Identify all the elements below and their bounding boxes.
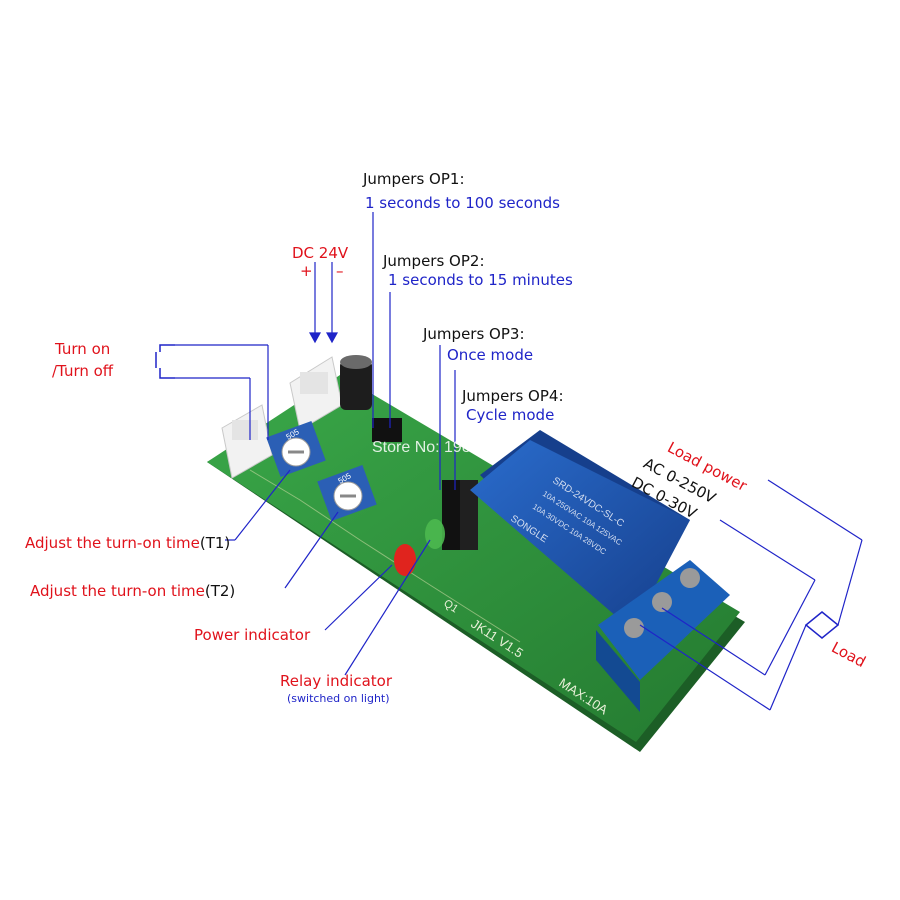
relay [470,430,690,630]
relay-indicator-note: (switched on light) [287,692,390,705]
power-indicator-label: Power indicator [194,626,311,644]
adjust-t2-label: Adjust the turn-on time(T2) [30,583,235,599]
potentiometer-t2 [317,465,377,521]
relay-led [425,519,445,549]
input-connector [221,404,273,479]
jumpers-op1-op2 [372,418,402,442]
adjust-t1-text: Adjust the turn-on time [25,534,200,552]
op4-title: Jumpers OP4: [462,387,564,405]
load-symbol [804,611,840,639]
minus-label: – [336,262,344,280]
op3-title: Jumpers OP3: [423,325,525,343]
switch-symbol [155,344,175,379]
op1-title: Jumpers OP1: [363,170,465,188]
op2-desc: 1 seconds to 15 minutes [388,271,573,289]
turn-off-label: /Turn off [52,362,114,380]
dc-power-label: DC 24V [292,244,349,262]
op4-desc: Cycle mode [466,406,555,424]
op3-desc: Once mode [447,346,534,364]
power-connector [289,356,343,431]
terminal-block [596,560,730,712]
t2-tag: (T2) [204,582,236,600]
op2-title: Jumpers OP2: [383,252,485,270]
turn-on-label: Turn on [55,340,111,358]
plus-label: + [300,262,313,280]
relay-indicator-label: Relay indicator [280,672,393,690]
potentiometer-t1 [266,421,326,477]
capacitor [340,355,372,410]
annotation-lines [175,212,863,711]
jumpers-op3-op4 [442,480,478,550]
op1-desc: 1 seconds to 100 seconds [365,194,560,212]
t1-tag: (T1) [199,534,231,552]
power-led [394,544,416,576]
watermark: Store No: 1986332 [372,439,506,456]
adjust-t2-text: Adjust the turn-on time [30,582,205,600]
adjust-t1-label: Adjust the turn-on time(T1) [25,535,230,551]
